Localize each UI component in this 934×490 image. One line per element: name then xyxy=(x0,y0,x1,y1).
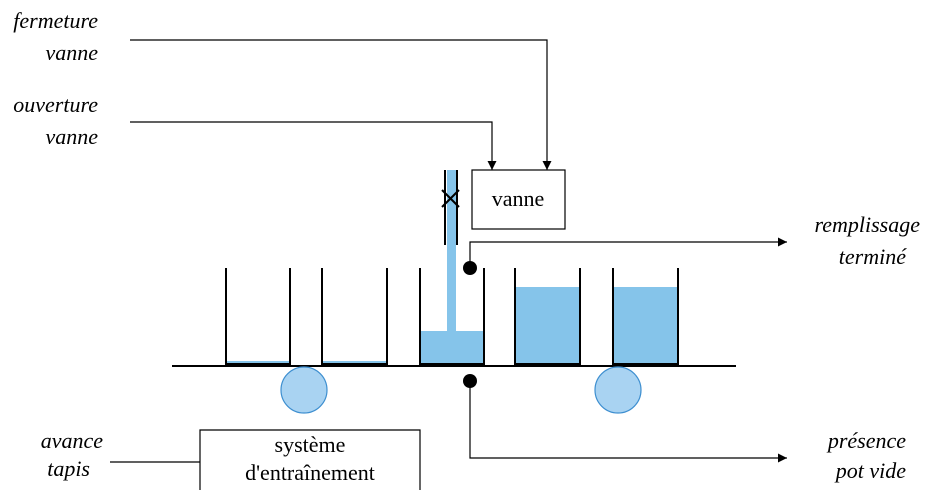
label-presence-line2: pot vide xyxy=(834,458,906,483)
vanne-box xyxy=(471,169,566,230)
label-avance-tapis: avance tapis xyxy=(41,428,104,481)
label-presence-line1: présence xyxy=(826,428,906,453)
valve-cross-icon xyxy=(441,189,460,208)
label-remplissage-termine: remplissage terminé xyxy=(814,212,920,269)
label-remplissage-line2: terminé xyxy=(839,244,907,269)
label-avance-line2: tapis xyxy=(47,456,90,481)
drive-system-line1: système xyxy=(275,432,346,457)
pot-3-filling xyxy=(419,268,485,365)
pot-5-full xyxy=(612,268,679,365)
sensor-remplissage xyxy=(463,261,477,275)
roller-right xyxy=(594,366,642,414)
wire-remplissage-termine xyxy=(469,237,787,268)
label-fermeture-line2: vanne xyxy=(45,40,98,65)
pot-4-full xyxy=(514,268,581,365)
pot-1-empty xyxy=(225,268,291,365)
label-avance-line1: avance xyxy=(41,428,104,453)
label-fermeture-line1: fermeture xyxy=(13,8,98,33)
wire-fermeture-vanne xyxy=(130,39,552,170)
drive-system-line2: d'entraînement xyxy=(245,460,375,485)
label-remplissage-line1: remplissage xyxy=(814,212,920,237)
label-ouverture-vanne: ouverture vanne xyxy=(13,92,98,149)
label-presence-pot-vide: présence pot vide xyxy=(826,428,906,483)
pipe-liquid xyxy=(447,170,456,333)
label-ouverture-line1: ouverture xyxy=(13,92,98,117)
label-fermeture-vanne: fermeture vanne xyxy=(13,8,98,65)
wire-presence-pot-vide xyxy=(469,381,787,463)
roller-left xyxy=(280,366,328,414)
pot-2-empty xyxy=(321,268,388,365)
vanne-label: vanne xyxy=(492,186,545,211)
wire-ouverture-vanne xyxy=(130,121,497,170)
label-ouverture-line2: vanne xyxy=(45,124,98,149)
drive-system-box xyxy=(199,429,421,490)
